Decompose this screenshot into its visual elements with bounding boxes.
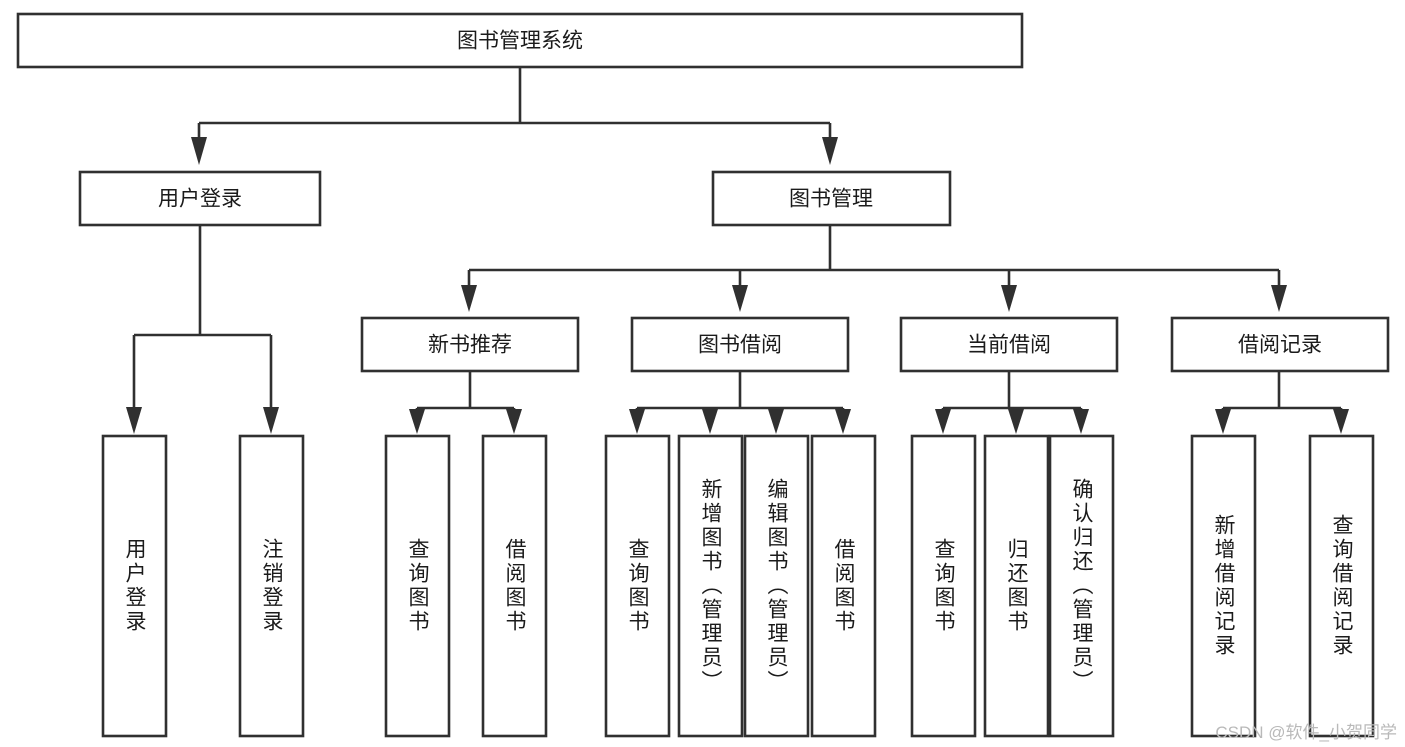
arrow-head-icon: [191, 137, 207, 165]
node-book-borrow-label: 图书借阅: [698, 334, 782, 357]
arrow-head-icon: [822, 137, 838, 165]
leaf-box-borrow-book-2[interactable]: [810, 434, 877, 738]
leaf-box-query-book-3[interactable]: [910, 434, 977, 738]
arrow-head-icon: [1333, 409, 1349, 434]
leaf-boxes: [101, 434, 1375, 738]
edge-group-borrow-record: [1215, 371, 1349, 434]
leaf-box-query-book-1[interactable]: [384, 434, 451, 738]
node-new-book-recommend[interactable]: 新书推荐: [360, 316, 580, 373]
edge-group-user-login: [126, 225, 279, 434]
arrow-head-icon: [1008, 409, 1024, 434]
leaf-box-user-login[interactable]: [101, 434, 168, 738]
leaf-box-return-book[interactable]: [983, 434, 1050, 738]
arrow-head-icon: [409, 409, 425, 434]
edge-group-new-book: [409, 371, 522, 434]
node-book-borrow-box[interactable]: [630, 316, 850, 373]
node-book-management-box[interactable]: [711, 170, 952, 227]
arrow-head-icon: [1271, 285, 1287, 312]
node-borrow-record-box[interactable]: [1170, 316, 1390, 373]
arrow-head-icon: [506, 409, 522, 434]
arrow-head-icon: [461, 285, 477, 312]
edge-group-book-mgmt: [461, 225, 1287, 312]
node-current-borrow-label: 当前借阅: [967, 334, 1051, 357]
node-new-book-recommend-label: 新书推荐: [428, 334, 512, 357]
leaf-box-confirm-return-admin[interactable]: [1048, 434, 1115, 738]
arrow-head-icon: [835, 409, 851, 434]
leaf-box-add-book-admin[interactable]: [677, 434, 744, 738]
leaf-box-query-book-2[interactable]: [604, 434, 671, 738]
node-user-login-box[interactable]: [78, 170, 322, 227]
leaf-box-edit-book-admin[interactable]: [743, 434, 810, 738]
node-borrow-record[interactable]: 借阅记录: [1170, 316, 1390, 373]
node-book-management-label: 图书管理: [789, 188, 873, 211]
node-borrow-record-label: 借阅记录: [1238, 334, 1322, 357]
edge-group-current-borrow: [935, 371, 1089, 434]
node-user-login-label: 用户登录: [158, 188, 242, 211]
arrow-head-icon: [1001, 285, 1017, 312]
node-current-borrow-box[interactable]: [899, 316, 1119, 373]
arrow-head-icon: [263, 407, 279, 434]
arrow-head-icon: [702, 409, 718, 434]
node-current-borrow[interactable]: 当前借阅: [899, 316, 1119, 373]
leaf-box-borrow-book-1[interactable]: [481, 434, 548, 738]
arrow-head-icon: [768, 409, 784, 434]
node-root[interactable]: 图书管理系统: [16, 12, 1024, 69]
arrow-head-icon: [1073, 409, 1089, 434]
node-book-borrow[interactable]: 图书借阅: [630, 316, 850, 373]
arrow-head-icon: [629, 409, 645, 434]
arrow-head-icon: [935, 409, 951, 434]
arrow-head-icon: [1215, 409, 1231, 434]
edge-group-book-borrow: [629, 371, 851, 434]
node-root-label: 图书管理系统: [457, 30, 583, 53]
node-root-box[interactable]: [16, 12, 1024, 69]
edge-group-root: [191, 67, 838, 165]
node-book-management[interactable]: 图书管理: [711, 170, 952, 227]
leaf-box-logout[interactable]: [238, 434, 305, 738]
leaf-box-query-borrow-record[interactable]: [1308, 434, 1375, 738]
arrow-head-icon: [126, 407, 142, 434]
arrow-head-icon: [732, 285, 748, 312]
leaf-box-add-borrow-record[interactable]: [1190, 434, 1257, 738]
node-new-book-recommend-box[interactable]: [360, 316, 580, 373]
node-user-login[interactable]: 用户登录: [78, 170, 322, 227]
